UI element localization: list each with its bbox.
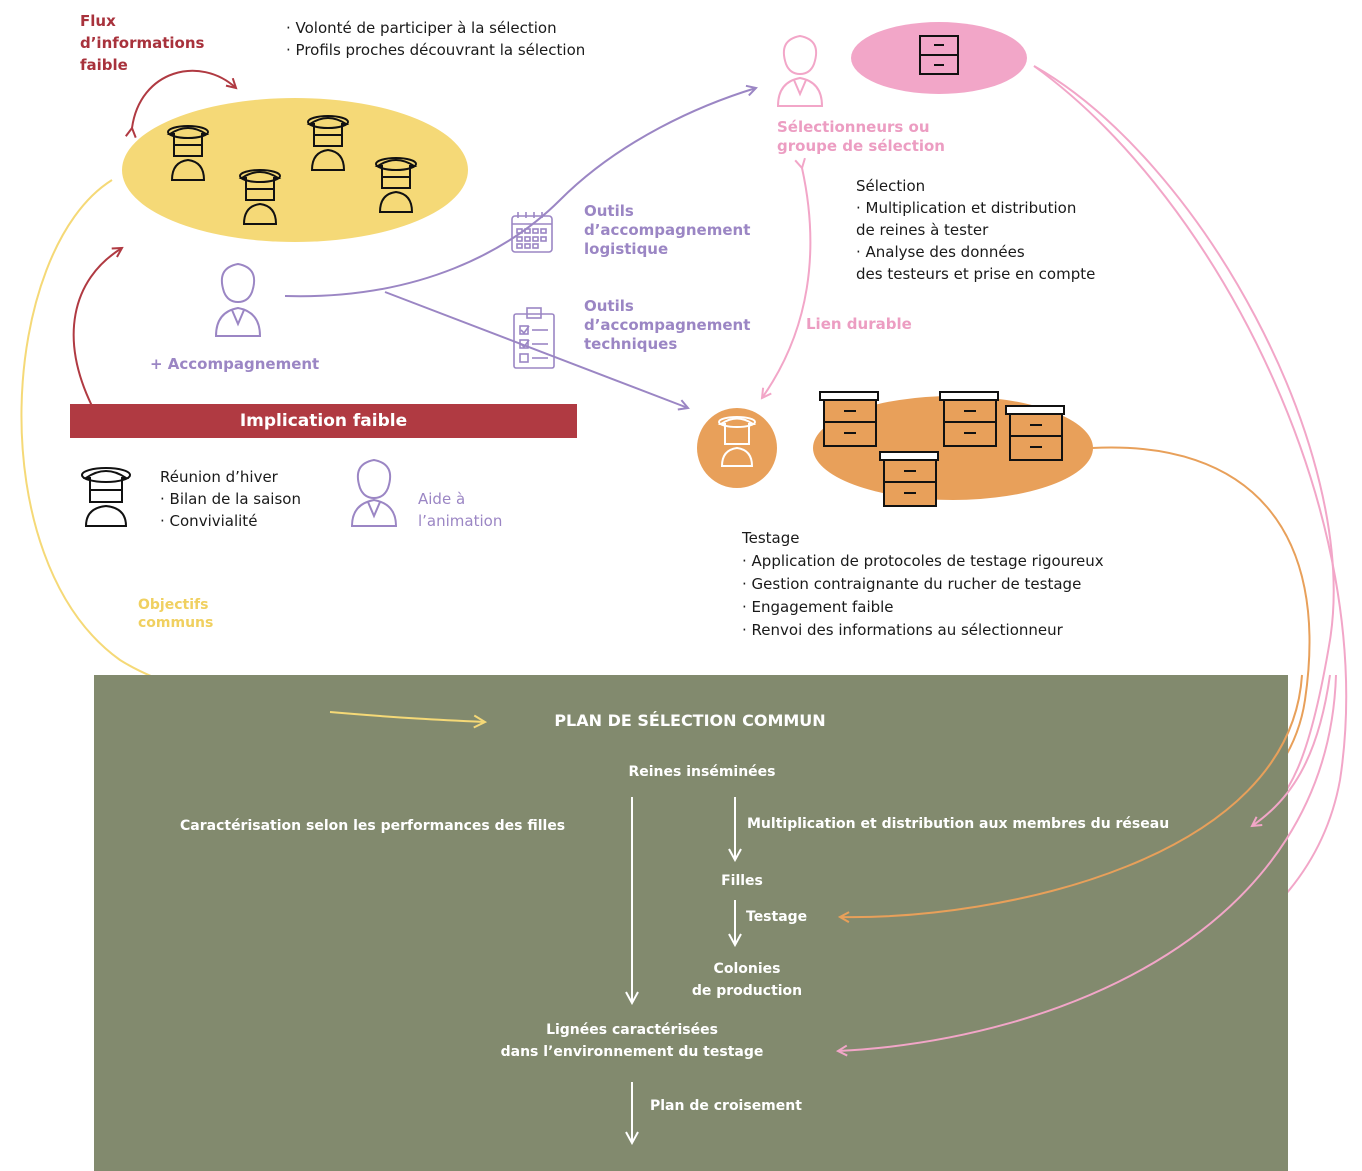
testage-hives	[819, 391, 1065, 507]
plan-multiplication: Multiplication et distribution aux membr…	[747, 816, 1170, 832]
to-selectionneurs-arrow	[284, 88, 756, 298]
tester-icon	[717, 416, 757, 467]
selection-hive-icon	[919, 35, 959, 75]
pink-to-multiplication	[1033, 65, 1335, 826]
tools-logistic-label: Outils d’accompagnement logistique	[584, 202, 751, 258]
winter-beekeeper-icon	[81, 467, 131, 527]
accompagnant-icon	[214, 262, 262, 337]
objectifs-label: Objectifs communs	[138, 597, 214, 631]
selectionneur-icon	[776, 34, 824, 107]
lien-durable-arrow	[762, 168, 812, 398]
implication-arrow	[72, 248, 122, 407]
accompagnement-label: + Accompagnement	[150, 355, 320, 373]
participation-bullets: · Volonté de participer à la sélection ·…	[286, 19, 586, 59]
plan-testage: Testage	[746, 909, 808, 925]
selectionneurs-label: Sélectionneurs ou groupe de sélection	[777, 118, 945, 155]
selection-description: Sélection · Multiplication et distributi…	[856, 177, 1096, 283]
aide-icon	[350, 458, 398, 527]
plan-title: PLAN DE SÉLECTION COMMUN	[554, 711, 826, 730]
plan-croisement: Plan de croisement	[650, 1098, 802, 1114]
beekeeper-icons	[166, 115, 418, 225]
plan-filles: Filles	[721, 873, 763, 889]
flux-arrow	[132, 69, 236, 128]
checklist-icon	[513, 307, 555, 369]
tools-technical-label: Outils d’accompagnement techniques	[584, 297, 751, 353]
plan-colonies: Colonies de production	[691, 961, 803, 999]
aide-label: Aide à l’animation	[418, 490, 503, 530]
plan-lignees: Lignées caractérisées dans l’environneme…	[500, 1022, 764, 1060]
calendar-icon	[511, 212, 553, 253]
plan-reines: Reines inséminées	[628, 764, 776, 780]
winter-meeting: Réunion d’hiver · Bilan de la saison · C…	[160, 468, 301, 530]
flux-label: Flux d’informations faible	[80, 12, 205, 74]
implication-banner: Implication faible	[70, 404, 577, 438]
testage-description: Testage · Application de protocoles de t…	[742, 529, 1104, 639]
to-testeurs-arrow	[384, 291, 688, 408]
plan-caracterisation: Caractérisation selon les performances d…	[180, 818, 566, 834]
selection-ellipse	[851, 22, 1027, 94]
lien-durable-label: Lien durable	[806, 315, 912, 333]
plan-selection-box	[94, 675, 1288, 1171]
